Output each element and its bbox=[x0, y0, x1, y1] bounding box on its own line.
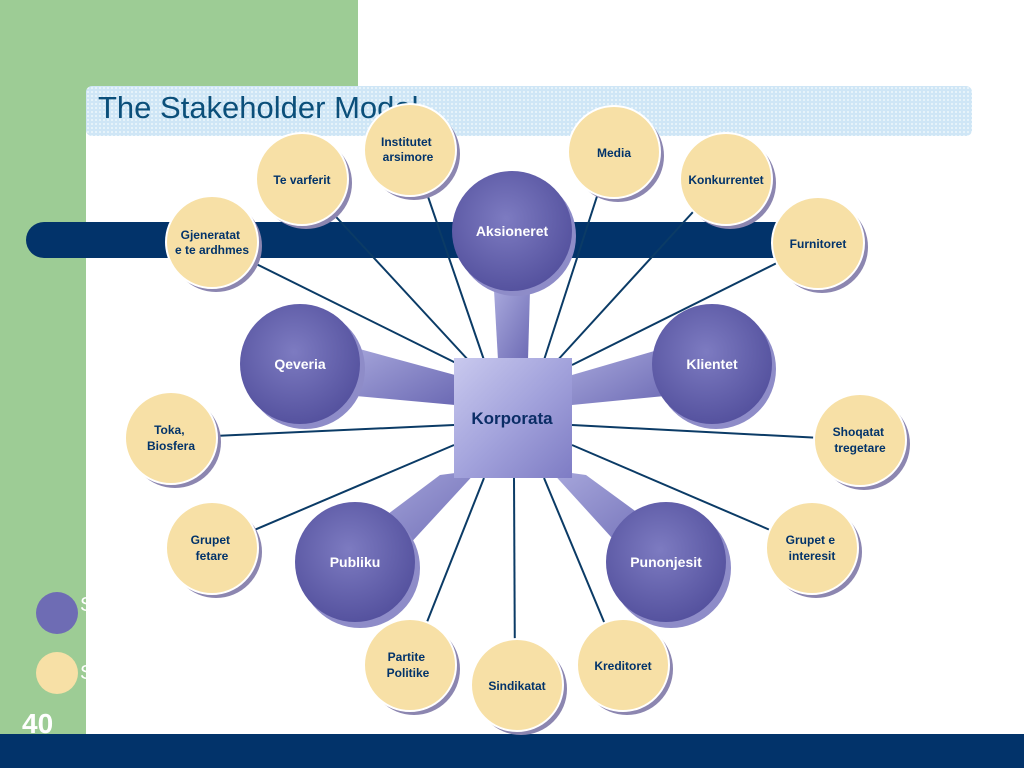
node-klientet bbox=[652, 304, 776, 429]
label-toka-biosfera: Toka, Biosfera bbox=[147, 423, 195, 453]
node-toka-biosfera bbox=[124, 391, 221, 488]
node-gjeneratat bbox=[165, 195, 262, 292]
label-gjeneratat-line-1: Gjeneratat bbox=[181, 228, 240, 242]
node-shoqatat-tregetare bbox=[813, 393, 910, 490]
label-gjeneratat: Gjeneratat e te ardhmes bbox=[175, 228, 249, 257]
connector-aksioneret bbox=[494, 290, 530, 360]
navy-accent-bar bbox=[26, 222, 846, 258]
label-aksioneret: Aksioneret bbox=[476, 223, 549, 239]
label-konkurrentet: Konkurrentet bbox=[688, 173, 763, 187]
bullet-text-2: S bbox=[80, 662, 94, 684]
label-grupet-fetare: Grupet fetare bbox=[191, 533, 234, 563]
node-grupet-interesit bbox=[765, 501, 862, 598]
page-number: 40 bbox=[22, 708, 54, 739]
label-shoqatat-tregetare: Shoqatat tregetare bbox=[833, 425, 888, 455]
label-toka-line-1: Toka, bbox=[154, 423, 184, 437]
label-gjeneratat-line-2: e te ardhmes bbox=[175, 243, 249, 257]
label-partite-politike: Partite Politike bbox=[387, 650, 430, 680]
label-institutet-line-2: arsimore bbox=[383, 150, 434, 164]
label-institutet-arsimore: Institutet arsimore bbox=[381, 135, 435, 164]
node-publiku bbox=[295, 502, 420, 628]
node-institutet-arsimore bbox=[363, 103, 460, 200]
label-partite-line-2: Politike bbox=[387, 666, 430, 680]
label-sindikatat: Sindikatat bbox=[488, 679, 545, 693]
node-punonjesit bbox=[606, 502, 731, 628]
connector-klientet bbox=[572, 345, 675, 405]
label-qeveria: Qeveria bbox=[274, 356, 326, 372]
node-grupet-fetare bbox=[165, 501, 262, 598]
label-institutet-line-1: Institutet bbox=[381, 135, 432, 149]
diagram-labels: Korporata Aksioneret Qeveria Klientet Pu… bbox=[147, 135, 888, 693]
label-grupet-fetare-line-2: fetare bbox=[196, 549, 229, 563]
slide-title: The Stakeholder Model bbox=[98, 90, 419, 125]
label-furnitoret: Furnitoret bbox=[790, 237, 847, 251]
bullet-text-1: S bbox=[80, 594, 94, 616]
minor-nodes bbox=[124, 103, 910, 735]
label-shoqatat-line-2: tregetare bbox=[834, 441, 886, 455]
label-grupet-interesit-line-2: interesit bbox=[789, 549, 836, 563]
center-node bbox=[454, 358, 572, 478]
label-grupet-interesit: Grupet e interesit bbox=[786, 533, 839, 563]
node-te-varferit bbox=[255, 132, 352, 229]
label-klientet: Klientet bbox=[686, 356, 738, 372]
label-te-varferit: Te varferit bbox=[273, 173, 330, 187]
bullet-yellow bbox=[36, 652, 78, 694]
node-konkurrentet bbox=[679, 132, 776, 229]
center-label: Korporata bbox=[471, 409, 553, 428]
node-kreditoret bbox=[576, 618, 673, 715]
node-qeveria bbox=[240, 304, 365, 429]
node-furnitoret bbox=[771, 196, 868, 293]
label-publiku: Publiku bbox=[330, 554, 381, 570]
bullet-purple bbox=[36, 592, 78, 634]
line-shoqatat bbox=[571, 424, 861, 441]
label-toka-line-2: Biosfera bbox=[147, 439, 195, 453]
node-sindikatat bbox=[470, 638, 567, 735]
label-punonjesit: Punonjesit bbox=[630, 554, 702, 570]
connector-qeveria bbox=[345, 345, 455, 405]
node-aksioneret bbox=[452, 171, 576, 296]
label-grupet-fetare-line-1: Grupet bbox=[191, 533, 230, 547]
title-bar bbox=[86, 86, 972, 136]
label-grupet-interesit-line-1: Grupet e bbox=[786, 533, 836, 547]
label-shoqatat-line-1: Shoqatat bbox=[833, 425, 884, 439]
bottom-bar bbox=[0, 734, 1024, 768]
node-media bbox=[567, 105, 664, 202]
major-nodes bbox=[240, 171, 776, 628]
label-kreditoret: Kreditoret bbox=[594, 659, 651, 673]
label-media: Media bbox=[597, 146, 631, 160]
label-partite-line-1: Partite bbox=[388, 650, 426, 664]
node-partite-politike bbox=[363, 618, 460, 715]
